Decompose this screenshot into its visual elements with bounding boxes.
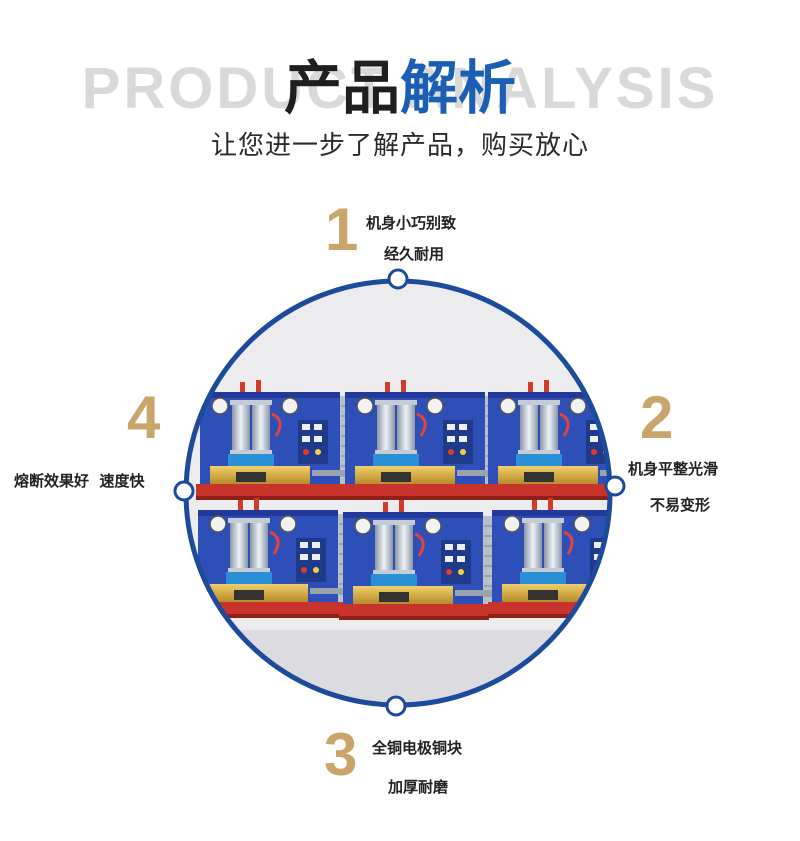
- feature-3-line1: 全铜电极铜块: [372, 739, 463, 757]
- feature-4-number: 4: [127, 384, 161, 451]
- page-title: 产品解析: [0, 52, 800, 124]
- ring-node-bottom: [385, 695, 407, 717]
- feature-3-number: 3: [324, 721, 358, 788]
- title-part-1: 产品: [283, 54, 400, 122]
- feature-1-number: 1: [325, 196, 359, 263]
- feature-1-line2: 经久耐用: [384, 245, 445, 263]
- feature-2-number: 2: [640, 384, 674, 451]
- feature-2-line1: 机身平整光滑: [628, 460, 719, 478]
- feature-1-line1: 机身小巧别致: [366, 214, 457, 232]
- feature-2-line2: 不易变形: [650, 496, 711, 514]
- ring-node-left: [173, 480, 195, 502]
- ring-node-top: [387, 268, 409, 290]
- feature-3-line2: 加厚耐磨: [388, 778, 449, 796]
- page-subtitle: 让您进一步了解产品，购买放心: [210, 131, 589, 161]
- ring-node-right: [604, 475, 626, 497]
- title-part-2: 解析: [400, 54, 517, 122]
- feature-4-line1: 熔断效果好 速度快: [14, 472, 145, 490]
- background-watermark-text: PRODUCT ANALYSIS: [81, 56, 719, 121]
